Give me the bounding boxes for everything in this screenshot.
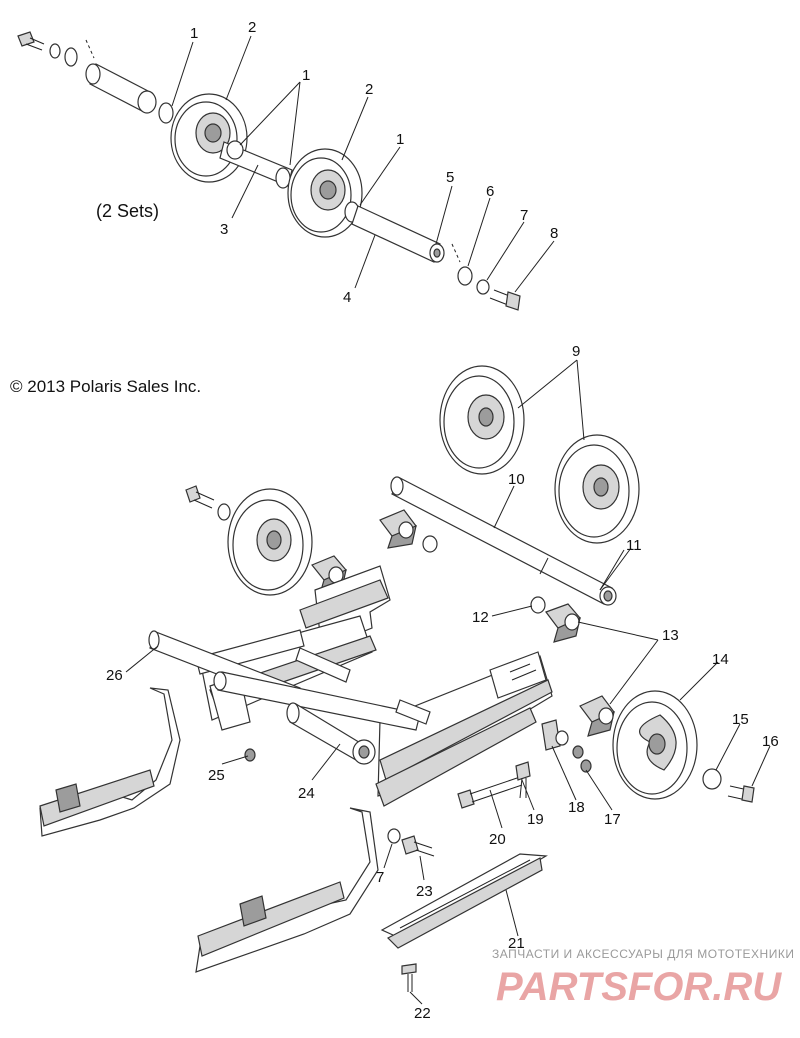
label-21: 21	[508, 935, 525, 952]
bolt-upper-left	[17, 31, 45, 51]
label-11: 11	[626, 537, 642, 554]
label-14: 14	[712, 651, 729, 668]
washer-part-7	[476, 279, 490, 295]
label-9: 9	[572, 343, 580, 360]
washer-part-15	[702, 768, 722, 790]
cross-shaft-upper	[213, 671, 421, 731]
nut-part-17a	[572, 745, 584, 759]
nut-part-17b	[580, 759, 592, 773]
idler-wheel-part-14	[612, 690, 698, 800]
lower-suspension-assembly: 9 10 11 12 13 14 15 16 17 18 19 20 21 22…	[39, 343, 779, 1022]
slider-part-21	[380, 853, 548, 949]
watermark: ЗАПЧАСТИ И АКСЕССУАРЫ ДЛЯ МОТОТЕХНИКИ PA…	[492, 947, 794, 1009]
spacer-tube-upper	[85, 63, 157, 114]
label-7b: 7	[376, 869, 384, 886]
label-2b: 2	[365, 81, 373, 98]
label-10: 10	[508, 471, 525, 488]
label-19: 19	[527, 811, 544, 828]
idler-wheel-lower-left	[227, 488, 313, 596]
wheel-hub-part-13-a	[545, 603, 581, 643]
label-1b: 1	[302, 67, 310, 84]
label-17: 17	[604, 811, 621, 828]
upper-idler-assembly: 1 2 1 2 1 3 4 5 6 7 8 (2 Sets)	[17, 19, 558, 311]
watermark-brand: PARTSFOR.RU	[496, 965, 782, 1009]
label-22: 22	[414, 1005, 431, 1022]
washer-upper-left-2	[64, 47, 78, 67]
axle-part-10	[390, 476, 617, 606]
label-20: 20	[489, 831, 506, 848]
copyright-notice: © 2013 Polaris Sales Inc.	[10, 377, 201, 396]
side-rail-lower	[195, 807, 379, 973]
label-12: 12	[472, 609, 489, 626]
bolt-part-20	[457, 776, 523, 809]
sets-caption: (2 Sets)	[96, 201, 159, 221]
bolt-part-16	[727, 785, 755, 803]
o-ring-part-12	[530, 596, 546, 614]
washer-part-7b	[387, 828, 401, 844]
label-3: 3	[220, 221, 228, 238]
washer-part-1-a	[158, 102, 174, 124]
label-5: 5	[446, 169, 454, 186]
axle-part-3	[219, 140, 293, 189]
washer-part-6	[457, 266, 473, 286]
nut-part-25	[244, 748, 256, 762]
bracket-part-18	[541, 719, 569, 751]
screw-part-22	[401, 963, 417, 992]
idler-wheel-part-9-right	[554, 434, 640, 544]
o-ring-upper	[422, 535, 438, 553]
bolt-part-8	[489, 289, 521, 311]
label-4: 4	[343, 289, 351, 306]
side-rail-left	[39, 687, 181, 837]
idler-wheel-upper-right	[287, 148, 363, 238]
wheel-hub-part-13-b	[579, 695, 615, 737]
label-8: 8	[550, 225, 558, 242]
shaft-part-4	[351, 205, 445, 263]
watermark-tagline: ЗАПЧАСТИ И АКСЕССУАРЫ ДЛЯ МОТОТЕХНИКИ	[492, 947, 794, 961]
label-24: 24	[298, 785, 315, 802]
bolt-part-19	[515, 761, 531, 799]
washer-lower-left	[217, 503, 231, 521]
wheel-hub-center	[379, 509, 417, 549]
label-7a: 7	[520, 207, 528, 224]
label-13: 13	[662, 627, 679, 644]
label-15: 15	[732, 711, 749, 728]
bolt-part-23	[401, 835, 435, 857]
bolt-lower-left	[185, 485, 215, 509]
label-6: 6	[486, 183, 494, 200]
label-25: 25	[208, 767, 225, 784]
spacer-tubes	[295, 647, 431, 725]
idler-wheel-upper-left	[170, 93, 248, 183]
label-26: 26	[106, 667, 123, 684]
label-1c: 1	[396, 131, 404, 148]
label-18: 18	[568, 799, 585, 816]
idler-wheel-part-9-left	[439, 365, 525, 475]
label-2a: 2	[248, 19, 256, 36]
label-1a: 1	[190, 25, 198, 42]
label-23: 23	[416, 883, 433, 900]
cross-shaft-part-24	[286, 702, 376, 765]
label-16: 16	[762, 733, 779, 750]
washer-upper-left-1	[49, 43, 61, 59]
